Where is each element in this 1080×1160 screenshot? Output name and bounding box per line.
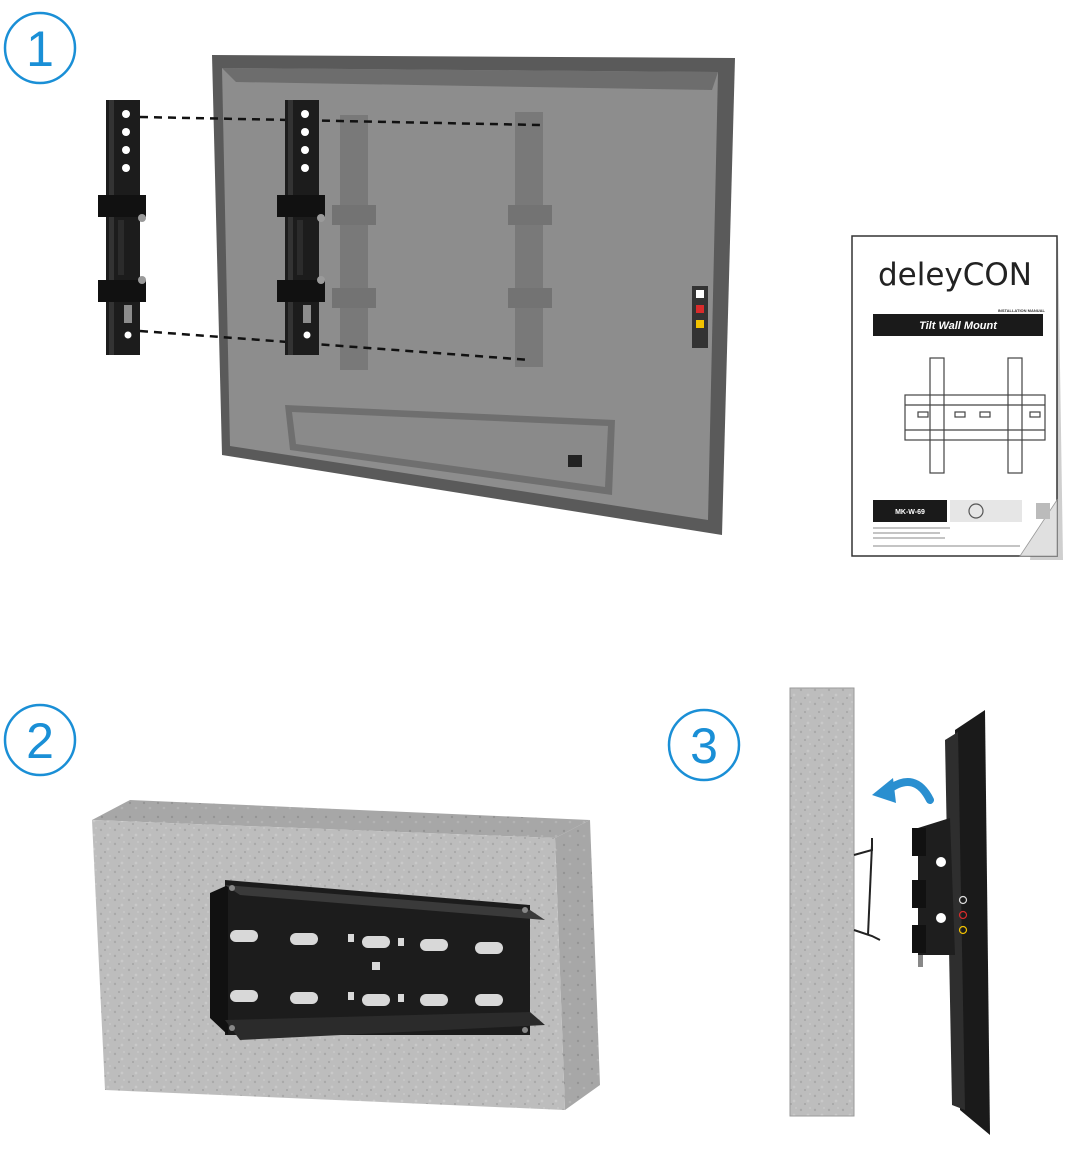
- manual-model: MK-W-69: [895, 509, 925, 516]
- step-3: 3: [667, 687, 990, 1135]
- step-3-number: 3: [690, 718, 718, 774]
- wall-side: [789, 687, 855, 1117]
- step-1: 1: [3, 11, 735, 535]
- tv-side-icon: [912, 710, 990, 1135]
- manual-subtitle: INSTALLATION MANUAL: [998, 308, 1046, 313]
- manual-title: Tilt Wall Mount: [919, 320, 998, 332]
- step-2: 2: [3, 703, 600, 1110]
- step-1-number: 1: [26, 21, 54, 77]
- step-2-circle: [3, 703, 77, 777]
- curved-arrow-icon: [872, 778, 934, 804]
- step-1-circle: [3, 11, 77, 85]
- manual-brand: deleyCON: [878, 257, 1032, 293]
- manual-icon: deleyCON INSTALLATION MANUAL Tilt Wall M…: [851, 235, 1063, 560]
- step-3-circle: [667, 708, 741, 782]
- vertical-bracket-icon: [98, 100, 146, 355]
- tv-back-icon: [212, 55, 735, 535]
- manual-bracket-illustration: [904, 357, 1046, 474]
- step-2-number: 2: [26, 713, 54, 769]
- wall-hooks: [853, 838, 881, 941]
- wall-plate-icon: [210, 880, 545, 1040]
- alignment-guides: [139, 115, 541, 362]
